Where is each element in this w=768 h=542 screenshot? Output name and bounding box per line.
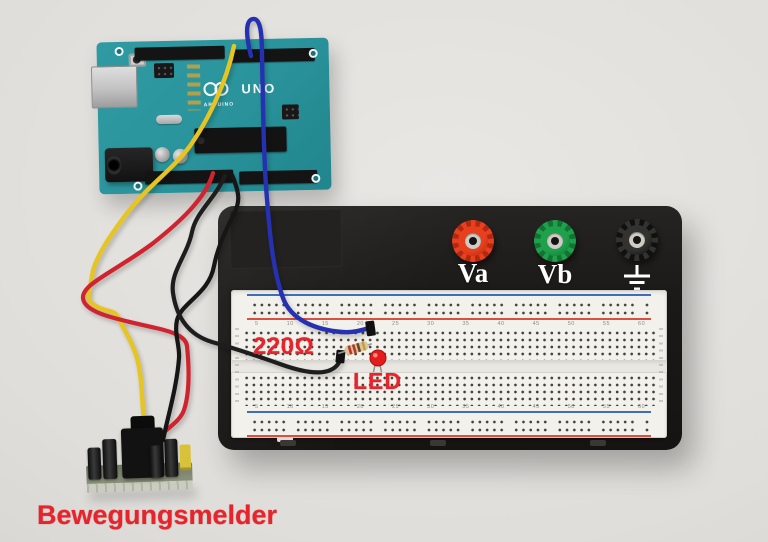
capacitor [102,438,118,480]
breadboard: 5 10 15 20 25 30 35 40 45 50 55 60 5 10 … [231,290,667,442]
mount-hole [114,46,124,57]
power-header [145,169,234,185]
capacitor [87,447,102,480]
row-letters-right [659,328,663,406]
capacitor [149,445,163,478]
banana-socket [633,236,641,244]
terminal-bank-lower [241,373,657,406]
power-rail-bottom [247,411,651,437]
breadboard-tab [277,437,293,442]
binding-post-va [452,220,494,262]
banana-socket [469,237,477,245]
arduino-brand-text: ARDUINO [203,101,235,109]
motion-sensor-module [83,415,200,504]
icsp-header [281,104,300,120]
power-rail-top [247,294,651,320]
terminal-label-vb: Vb [537,259,573,289]
arduino-logo-icon [203,81,243,100]
wire-red-power [80,170,216,445]
panel-foot [430,440,446,446]
capacitor [154,146,170,163]
capacitor [172,148,188,164]
atmega-chip [194,126,287,154]
row-letters-left [235,328,239,406]
banana-socket [551,237,559,245]
digital-header-left [134,45,225,61]
column-numbers-bottom: 5 10 15 20 25 30 35 40 45 50 55 60 [255,404,646,410]
yellow-component [179,444,192,471]
panel-foot [280,440,296,446]
usb-icsp-header [153,62,175,79]
annotation-motion-sensor: Bewegungsmelder [37,500,278,530]
smd-led-column [186,64,201,111]
capacitor [164,438,179,478]
annotation-resistor: 220Ω [253,333,315,360]
mount-hole [308,48,318,59]
earth-ground-icon [624,265,650,291]
column-numbers-top: 5 10 15 20 25 30 35 40 45 50 55 60 [255,321,646,327]
binding-post-ground [616,219,658,261]
binding-post-vb [534,220,576,262]
black-tape [229,209,343,269]
usb-port [90,65,138,109]
terminal-label-va: Va [457,258,489,288]
annotation-led: LED [353,368,402,394]
crystal-oscillator [155,114,183,125]
center-channel [231,360,667,373]
terminal-panel: Va Vb 5 10 15 20 25 30 35 40 45 50 55 60… [218,206,682,450]
analog-header [239,169,318,185]
mount-hole [133,181,143,191]
arduino-uno-board: ARDUINO UNO [90,37,332,195]
digital-header-right [230,47,315,63]
arduino-model-text: UNO [241,80,277,97]
mount-hole [311,173,321,183]
panel-foot [590,440,606,446]
